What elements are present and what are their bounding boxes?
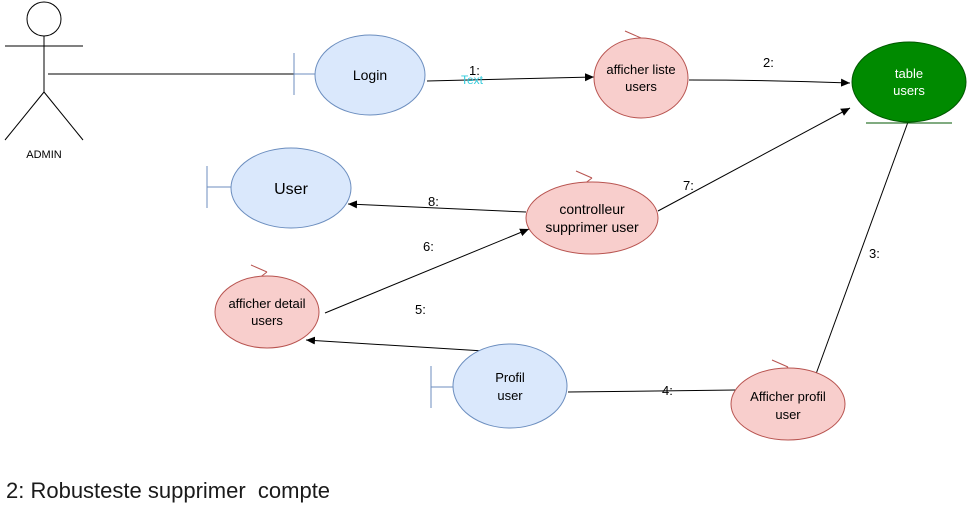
afficher-profil-user-label-1: Afficher profil [750,389,826,404]
actor-label: ADMIN [26,149,62,161]
afficher-liste-users-label-1: afficher liste [606,62,675,77]
edge-label-4: 4: [662,383,673,398]
actor-admin[interactable]: ADMIN [4,1,84,161]
afficher-detail-users-label-1: afficher detail [228,296,305,311]
actor-leg-right [43,91,84,141]
afficher-profil-user-ellipse [730,367,846,441]
user-label: User [274,181,308,198]
boundary-user[interactable]: User [206,147,352,229]
edge-labels: 1: Text 2: 3: 4: 5: 6: 7: 8: [415,55,880,398]
table-users-label-2: users [893,83,925,98]
edge-1[interactable] [426,73,595,82]
edge-label-8: 8: [428,194,439,209]
boundary-profil-user[interactable]: Profil user [430,343,568,429]
edge-6[interactable] [324,228,530,314]
edge-label-1-overlay: Text [461,73,484,87]
afficher-detail-users-label-2: users [251,313,283,328]
diagram-caption: 2: Robusteste supprimer compte [6,478,331,503]
entity-table-users[interactable]: table users [851,41,967,124]
profil-user-label-1: Profil [495,370,525,385]
edge-2[interactable] [688,78,851,87]
login-label: Login [353,67,387,83]
control-controlleur-supprimer-user[interactable]: controlleur supprimer user [525,170,659,255]
edge-7[interactable] [657,107,851,212]
actor-leg-left [4,91,45,141]
controlleur-supprimer-user-label-2: supprimer user [545,219,639,235]
control-afficher-liste-users[interactable]: afficher liste users [593,30,689,119]
edge-8[interactable] [347,200,527,213]
control-afficher-detail-users[interactable]: afficher detail users [214,264,320,349]
afficher-liste-users-ellipse [593,37,689,119]
edge-label-5: 5: [415,302,426,317]
boundary-login[interactable]: Login [293,34,426,116]
edge-label-1: 1: [469,63,480,78]
connections [305,73,909,393]
table-users-label-1: table [895,66,923,81]
table-users-ellipse [851,41,967,123]
controlleur-supprimer-user-ellipse [525,181,659,255]
login-ellipse [314,34,426,116]
edge-label-6: 6: [423,239,434,254]
edge-3[interactable] [815,121,909,375]
afficher-detail-users-ellipse [214,275,320,349]
controlleur-supprimer-user-label-1: controlleur [559,201,625,217]
edge-label-2: 2: [763,55,774,70]
edge-label-7: 7: [683,178,694,193]
edge-4[interactable] [567,389,737,393]
profil-user-label-2: user [497,388,523,403]
user-ellipse [230,147,352,229]
control-afficher-profil-user[interactable]: Afficher profil user [730,359,846,441]
profil-user-ellipse [452,343,568,429]
afficher-liste-users-label-2: users [625,79,657,94]
edge-5[interactable] [305,336,485,352]
actor-head [26,1,62,37]
afficher-profil-user-label-2: user [775,407,801,422]
edge-label-3: 3: [869,246,880,261]
